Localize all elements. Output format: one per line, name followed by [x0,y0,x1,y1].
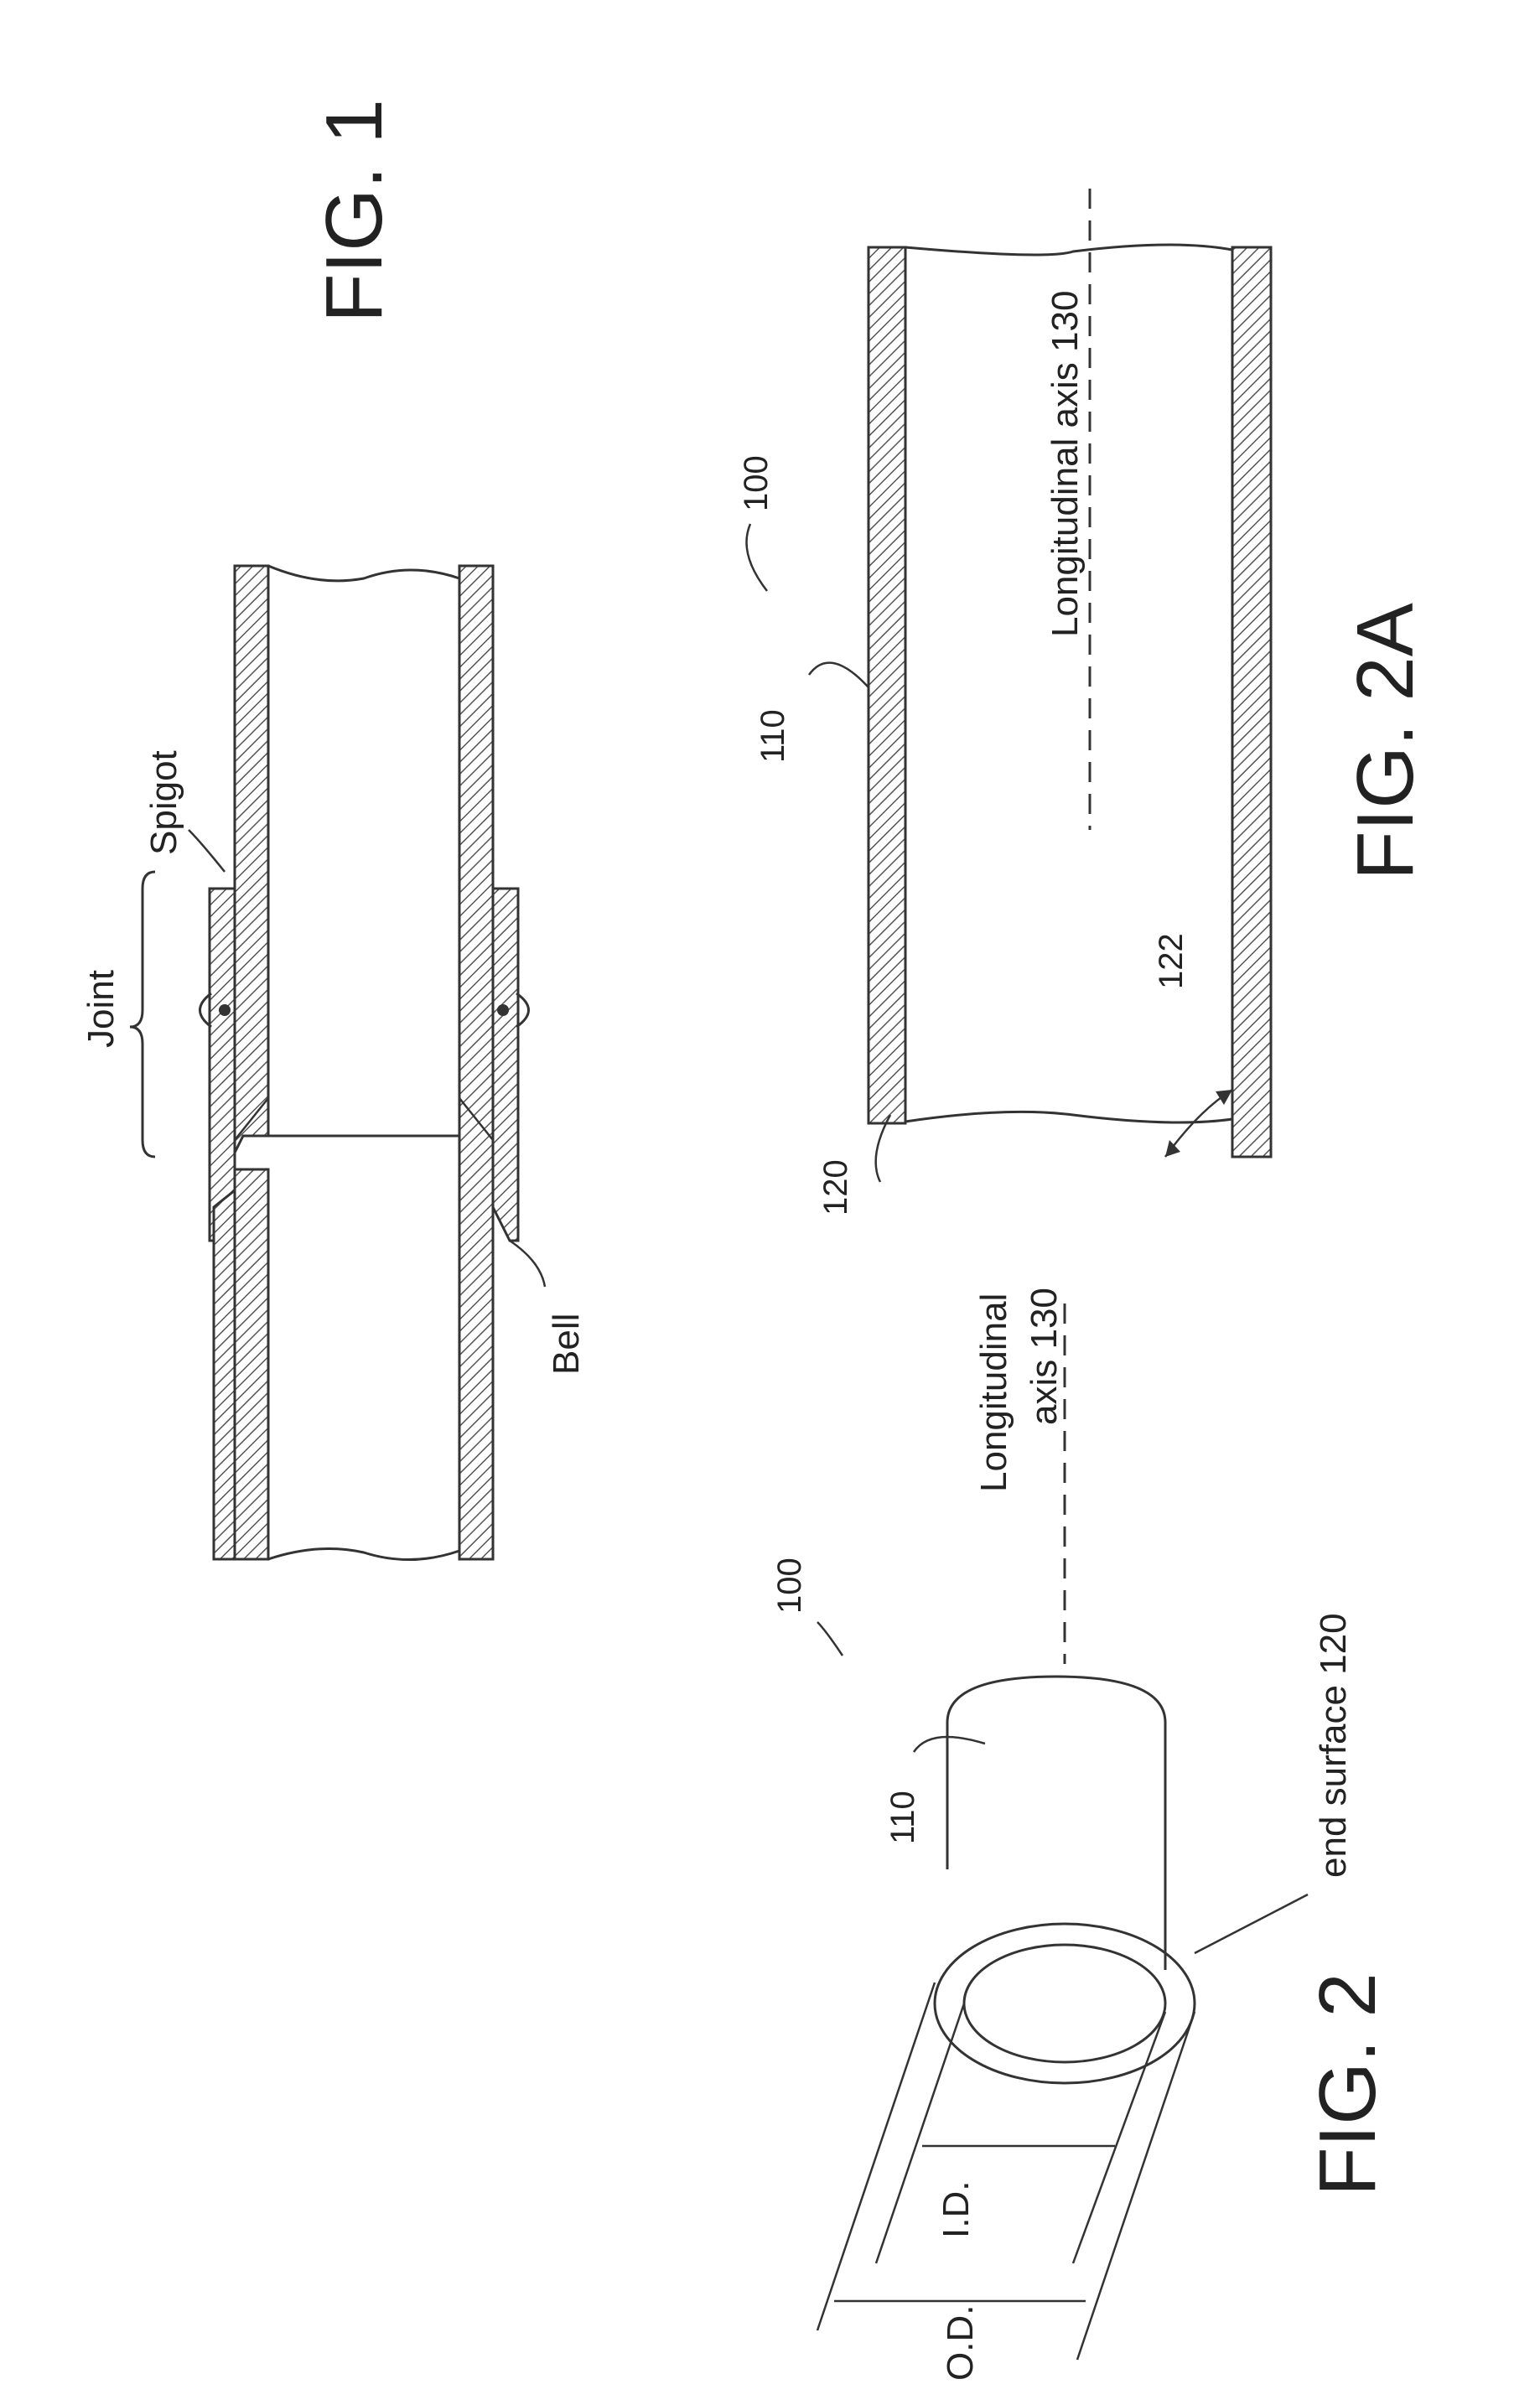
fig2a-ref-120: 120 [817,1159,854,1215]
fig1-spigot-label: Spigot [143,750,184,855]
fig2-od-label: O.D. [940,2305,981,2381]
fig2-end-surface-leader [1195,1894,1308,1953]
fig2a-axis-label: Longitudinal axis 130 [1045,291,1086,637]
fig2-end-inner [964,1945,1165,2062]
fig2-cylinder-body [947,1677,1165,1970]
fig2a-bottom-wall [1232,247,1271,1157]
fig2-od-ext-b [1077,2012,1195,2360]
fig2-100-arrow [817,1622,843,1656]
fig2-110-leader [914,1737,985,1752]
fig1-break-top [268,566,459,581]
fig2a-break-right [905,1112,1232,1122]
fig2a-110-leader [809,663,869,687]
fig2-ref-100: 100 [771,1558,808,1614]
fig2a-break-left [905,245,1232,255]
fig2-id-label: I.D. [936,2181,977,2238]
fig1-left-wall-lower [235,1169,268,1559]
fig1-bell-right [493,889,518,1241]
fig1-seal-right [497,1004,509,1016]
fig2a-ref-110: 110 [754,709,791,763]
fig2a-122-arrowhead-a [1216,1090,1232,1105]
fig2a-ref-100: 100 [738,455,775,511]
fig1-right-wall [459,566,493,1559]
fig1-bell-left [210,889,235,1241]
fig1-spigot-leader [189,830,225,872]
fig1-title: FIG. 1 [309,99,399,323]
fig2-end-outer [935,1924,1195,2083]
fig1-joint-label: Joint [80,970,122,1048]
fig2-axis-label-1: Longitudinal [973,1293,1014,1492]
fig2-title: FIG. 2 [1303,1972,1392,2196]
fig2-od-ext-a [817,1983,935,2330]
fig2-end-surface-label: end surface 120 [1313,1613,1354,1878]
fig1-seal-left [219,1004,231,1016]
fig2a-120-leader [876,1115,890,1182]
fig2a-122-arrowhead-b [1165,1140,1180,1157]
fig1-break-bottom [268,1549,459,1560]
fig1-bell-label: Bell [546,1314,587,1375]
fig2a-100-arrow [747,524,768,591]
fig2a-top-wall [869,247,905,1123]
fig2-axis-label-2: axis 130 [1024,1288,1065,1425]
fig1-joint-brace [130,872,155,1157]
fig2a-ref-122: 122 [1153,933,1190,989]
fig1-bell-leader [510,1241,545,1287]
fig1-drawing [130,566,545,1560]
fig2a-drawing [747,189,1272,1182]
fig2a-title: FIG. 2A [1340,603,1430,880]
fig2-ref-110: 110 [884,1791,921,1844]
